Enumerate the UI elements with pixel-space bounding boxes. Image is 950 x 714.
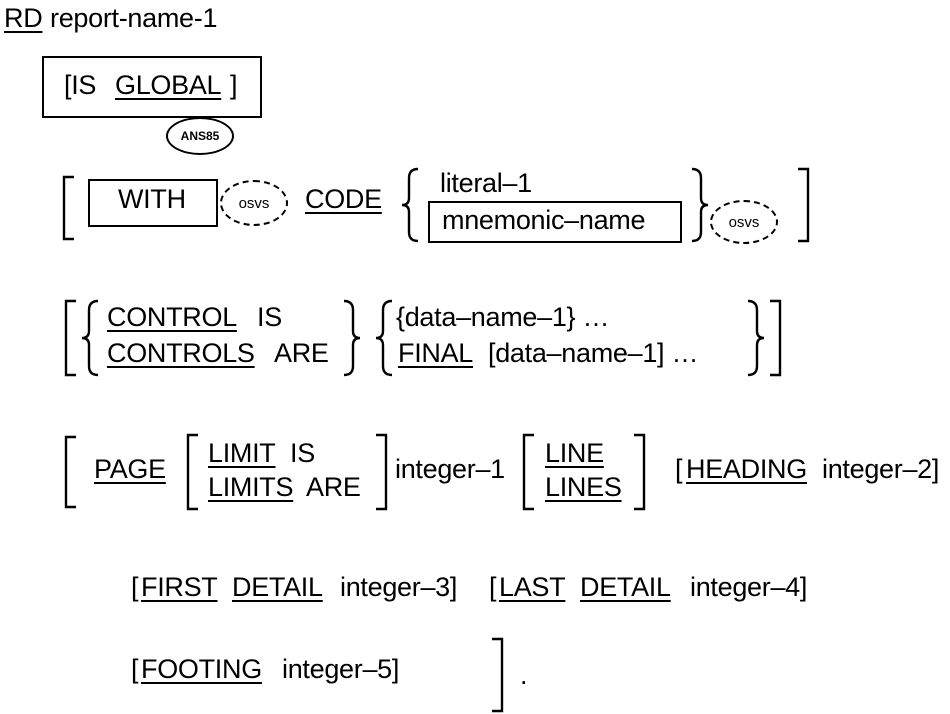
limits-are: ARE — [306, 472, 361, 502]
osvs-tag-2: osvs — [710, 200, 778, 244]
control-left-brace-1 — [81, 299, 99, 377]
mnemonic-box — [428, 201, 682, 243]
control-left-brace-2 — [375, 299, 393, 377]
limit-right-bracket — [376, 433, 388, 511]
footing-open: [ — [131, 654, 139, 684]
with-keyword: WITH — [118, 184, 186, 214]
heading-keyword: HEADING — [686, 454, 807, 484]
control-right-brace-1 — [343, 299, 361, 377]
global-is: [IS — [64, 70, 97, 100]
code-left-brace — [401, 167, 419, 243]
literal-1: literal–1 — [440, 168, 532, 198]
control-is: IS — [257, 302, 282, 332]
page-keyword: PAGE — [94, 454, 166, 484]
global-box — [42, 56, 262, 118]
ans85-badge: ANS85 — [166, 117, 234, 155]
rd-keyword: RD — [4, 3, 43, 33]
lines-keyword: LINES — [545, 472, 622, 502]
osvs-tag-1: osvs — [220, 180, 288, 226]
limit-left-bracket — [186, 433, 198, 511]
last-detail-open: [ — [489, 572, 497, 602]
footing-keyword: FOOTING — [141, 654, 262, 684]
control-data-name-option: {data–name–1} … — [396, 302, 610, 332]
controls-keyword: CONTROLS — [107, 338, 255, 368]
integer-5: integer–5] — [282, 654, 400, 684]
limit-keyword: LIMIT — [208, 438, 276, 468]
code-right-bracket — [798, 167, 810, 243]
first-detail-open: [ — [131, 572, 139, 602]
line-keyword: LINE — [545, 438, 604, 468]
final-keyword: FINAL — [398, 338, 474, 368]
code-left-bracket — [62, 175, 74, 241]
integer-2: integer–2] — [822, 454, 940, 484]
with-box — [88, 179, 218, 227]
line-right-bracket — [634, 433, 646, 511]
code-keyword: CODE — [305, 184, 382, 214]
control-keyword: CONTROL — [107, 302, 237, 332]
last-detail-keyword: DETAIL — [580, 572, 671, 602]
page-clause-right-bracket — [492, 637, 504, 713]
limit-is: IS — [290, 438, 315, 468]
control-left-bracket — [64, 299, 76, 377]
first-detail-keyword: DETAIL — [232, 572, 323, 602]
integer-3: integer–3] — [340, 572, 458, 602]
code-right-brace — [691, 167, 709, 243]
integer-4: integer–4] — [690, 572, 808, 602]
global-close: ] — [230, 70, 238, 100]
limits-keyword: LIMITS — [208, 472, 294, 502]
integer-1: integer–1 — [395, 454, 505, 484]
line-left-bracket — [522, 433, 534, 511]
global-keyword: GLOBAL — [115, 70, 222, 100]
page-left-bracket — [64, 435, 76, 509]
control-right-brace-2 — [747, 299, 765, 377]
first-keyword: FIRST — [141, 572, 218, 602]
last-keyword: LAST — [499, 572, 566, 602]
controls-are: ARE — [274, 338, 329, 368]
control-right-bracket — [770, 299, 782, 377]
report-name: report-name-1 — [50, 3, 218, 33]
heading-open: [ — [675, 454, 683, 484]
final-data-name-option: [data–name–1] … — [488, 338, 699, 368]
terminating-period: . — [520, 660, 528, 690]
mnemonic-name: mnemonic–name — [442, 205, 646, 235]
